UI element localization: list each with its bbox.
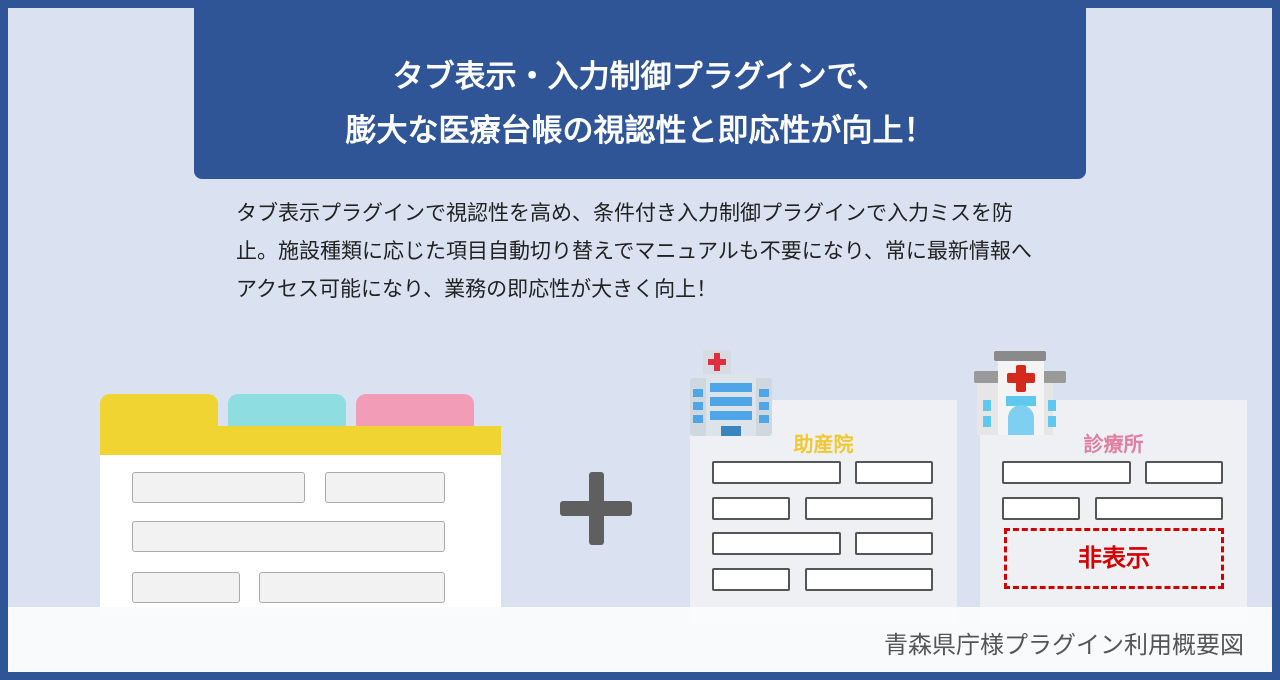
card-title: 診療所 (1083, 432, 1144, 456)
hidden-field-area: 非表示 (1004, 528, 1224, 589)
form-field (855, 532, 933, 555)
form-field (712, 532, 841, 555)
form-field (259, 572, 445, 603)
form-field (132, 572, 240, 603)
footer-strip (8, 607, 1272, 672)
form-field (132, 521, 445, 552)
plus-icon-vertical (589, 472, 604, 545)
form-field (1002, 461, 1131, 484)
title-line-2: 膨大な医療台帳の視認性と即応性が向上！ (345, 113, 935, 149)
card-title: 助産院 (793, 432, 854, 456)
tab-band (100, 426, 501, 455)
description: タブ表示プラグインで視認性を高め、条件付き入力制御プラグインで入力ミスを防止。施… (236, 201, 1032, 301)
form-field (805, 497, 933, 520)
form-field (1145, 461, 1223, 484)
figure-caption: 青森県庁様プラグイン利用概要図 (884, 631, 1244, 659)
form-field (132, 472, 305, 503)
header-banner: タブ表示・入力制御プラグインで、 膨大な医療台帳の視認性と即応性が向上！ (194, 8, 1086, 179)
form-field (1095, 497, 1223, 520)
title-line-1: タブ表示・入力制御プラグインで、 (392, 59, 888, 95)
hospital-building-icon (690, 350, 772, 436)
tab-cyan (228, 394, 346, 426)
form-field (855, 461, 933, 484)
form-field (325, 472, 445, 503)
form-field (805, 568, 933, 591)
form-field (712, 568, 790, 591)
form-field (712, 497, 790, 520)
form-field (712, 461, 841, 484)
form-field (1002, 497, 1080, 520)
clinic-building-icon (974, 351, 1066, 435)
tab-pink (356, 394, 474, 426)
